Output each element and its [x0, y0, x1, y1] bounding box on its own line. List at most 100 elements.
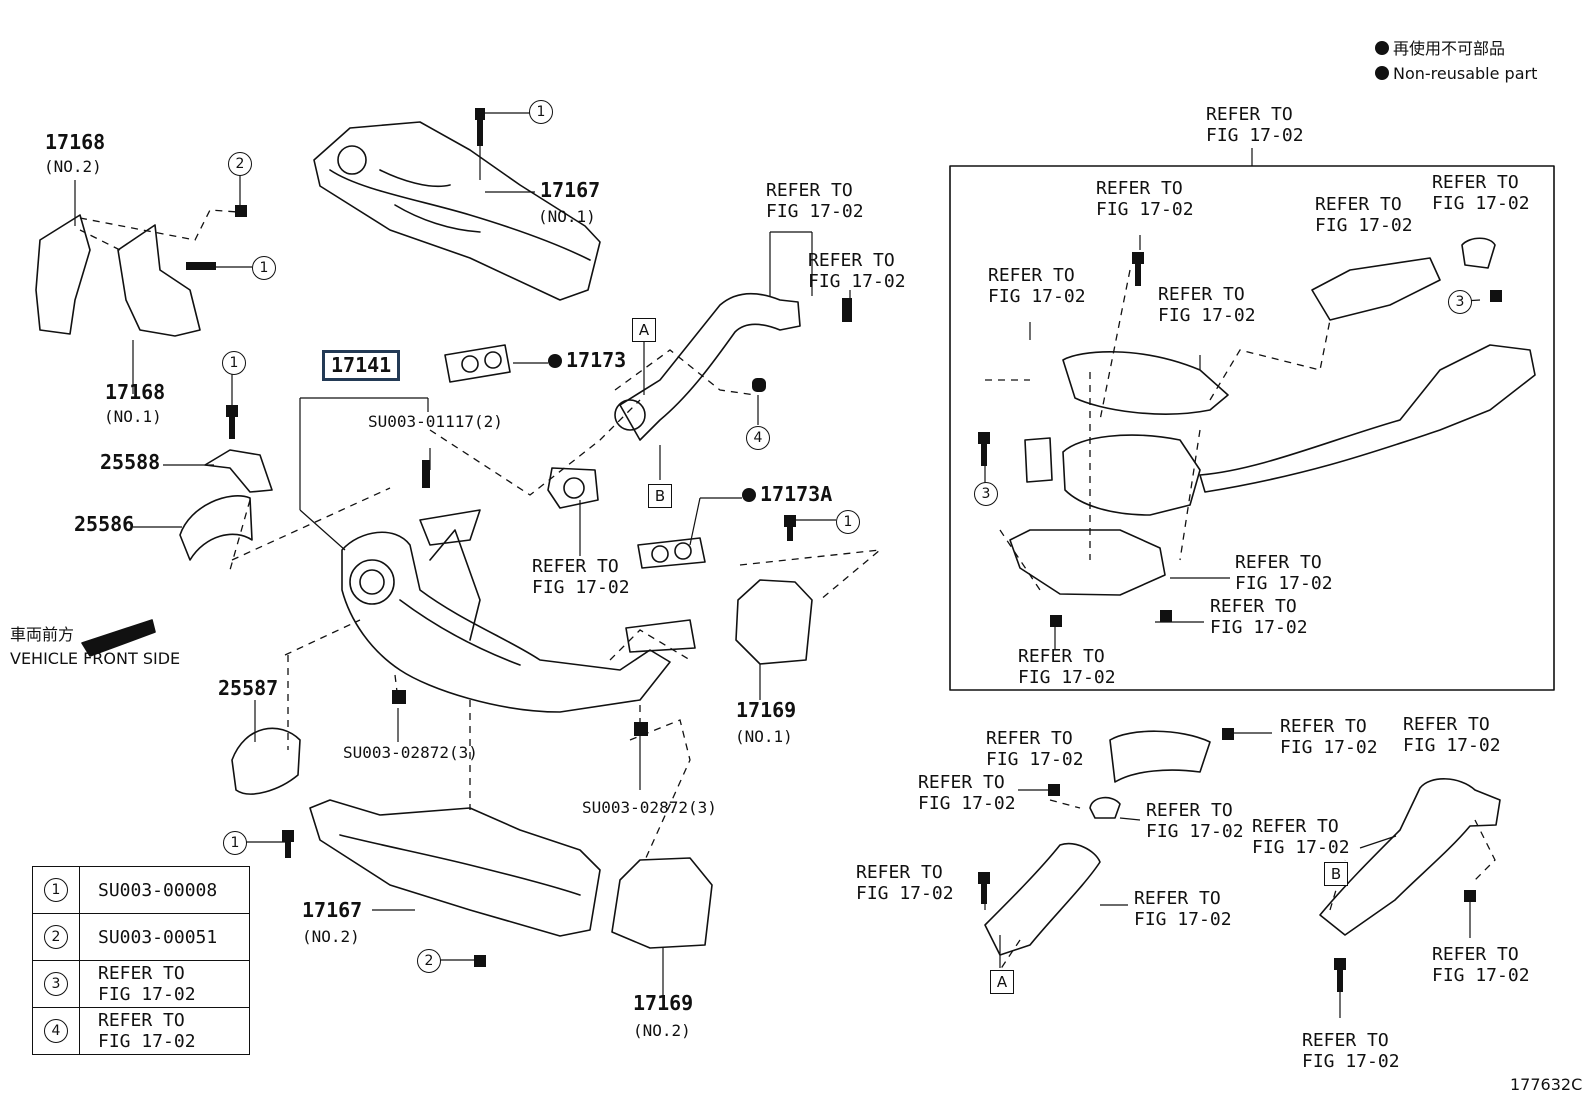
heat-insulator-17169-no2 — [611, 857, 713, 949]
callout-2: 2 — [228, 152, 252, 176]
part-17169-no2-sub: (NO.2) — [633, 1021, 691, 1040]
non-reusable-dot-icon — [548, 354, 562, 368]
part-17141-assembly: 17141 — [322, 350, 401, 381]
part-17168-no2: 17168 — [45, 130, 106, 154]
callout-1: 1 — [529, 100, 553, 124]
part-17173: 17173 — [548, 350, 626, 371]
part-17168-no1: 17168 — [105, 380, 166, 404]
vehicle-front-arrow — [81, 619, 156, 657]
legend-value: REFER TO — [98, 1010, 185, 1031]
legend-value: FIG 17-02 — [98, 984, 196, 1005]
heat-insulator-17168-no1 — [117, 224, 201, 337]
pipe-lower-right — [1319, 778, 1501, 936]
callout-3: 3 — [1448, 290, 1472, 314]
gasket-17173a — [637, 537, 706, 569]
part-25588: 25588 — [100, 450, 161, 474]
callout-1: 1 — [252, 256, 276, 280]
heat-insulator-lower-mid — [1109, 730, 1211, 783]
insulator-25586 — [179, 495, 253, 561]
heat-insulator-17167-no1 — [313, 121, 601, 301]
rear-pipe-inset — [1199, 344, 1536, 493]
callout-1: 1 — [222, 351, 246, 375]
callout-1: 1 — [836, 510, 860, 534]
figure-id: 177632C — [1510, 1075, 1583, 1094]
part-25586: 25586 — [74, 512, 135, 536]
heat-insulator-17168-no2 — [35, 214, 91, 335]
legend-key: 3 — [44, 972, 68, 996]
marker-b: B — [1324, 862, 1348, 886]
marker-a: A — [990, 970, 1014, 994]
exhaust-manifold-17141 — [341, 531, 671, 713]
marker-a: A — [632, 318, 656, 342]
insulator-25587 — [231, 727, 301, 795]
non-reusable-dot-icon — [1375, 66, 1389, 80]
catalytic-converter-front — [1062, 434, 1201, 516]
part-17169-no1-sub: (NO.1) — [735, 727, 793, 746]
non-reusable-note-en: Non-reusable part — [1375, 63, 1537, 84]
non-reusable-dot-icon — [742, 488, 756, 502]
part-17167-no1: 17167 — [540, 178, 601, 202]
callout-2: 2 — [417, 949, 441, 973]
non-reusable-note-jp: 再使用不可部品 — [1375, 38, 1505, 59]
part-17167-no2: 17167 — [302, 898, 363, 922]
gasket-17173 — [444, 344, 511, 383]
legend-value: SU003-00008 — [98, 879, 218, 901]
part-17173a: 17173A — [742, 484, 832, 505]
part-17169-no2: 17169 — [633, 991, 694, 1015]
part-17167-no2-sub: (NO.2) — [302, 927, 360, 946]
catalytic-shield-lower — [1009, 529, 1166, 596]
part-17169-no1: 17169 — [736, 698, 797, 722]
part-su003-01117: SU003-01117(2) — [368, 412, 503, 431]
vehicle-front-en: VEHICLE FRONT SIDE — [10, 649, 181, 668]
legend-key: 1 — [44, 878, 68, 902]
callout-1: 1 — [223, 831, 247, 855]
heat-insulator-17169-no1 — [735, 579, 813, 665]
catalytic-shield-upper — [1062, 351, 1229, 415]
part-25587: 25587 — [218, 676, 279, 700]
bracket-25588 — [204, 449, 273, 493]
part-su003-02872-right: SU003-02872(3) — [582, 798, 717, 817]
marker-b: B — [648, 484, 672, 508]
callout-3: 3 — [974, 482, 998, 506]
legend-key: 4 — [44, 1019, 68, 1043]
vehicle-front-jp: 車両前方 — [10, 625, 75, 644]
gasket-upper-pipe — [547, 467, 599, 509]
non-reusable-dot-icon — [1375, 41, 1389, 55]
legend-value: SU003-00051 — [98, 926, 218, 948]
heat-insulator-17167-no2 — [309, 799, 601, 937]
part-17168-no2-sub: (NO.2) — [44, 157, 102, 176]
legend-value: REFER TO — [98, 963, 185, 984]
callout-4: 4 — [746, 426, 770, 450]
legend-value: FIG 17-02 — [98, 1031, 196, 1052]
legend-row: 1 SU003-00008 — [32, 866, 250, 914]
legend-key: 2 — [44, 925, 68, 949]
legend-row: 2 SU003-00051 — [32, 913, 250, 961]
part-17167-no1-sub: (NO.1) — [538, 207, 596, 226]
pipe-lower-mid — [984, 843, 1101, 956]
clamp-lower-mid — [1089, 796, 1121, 819]
